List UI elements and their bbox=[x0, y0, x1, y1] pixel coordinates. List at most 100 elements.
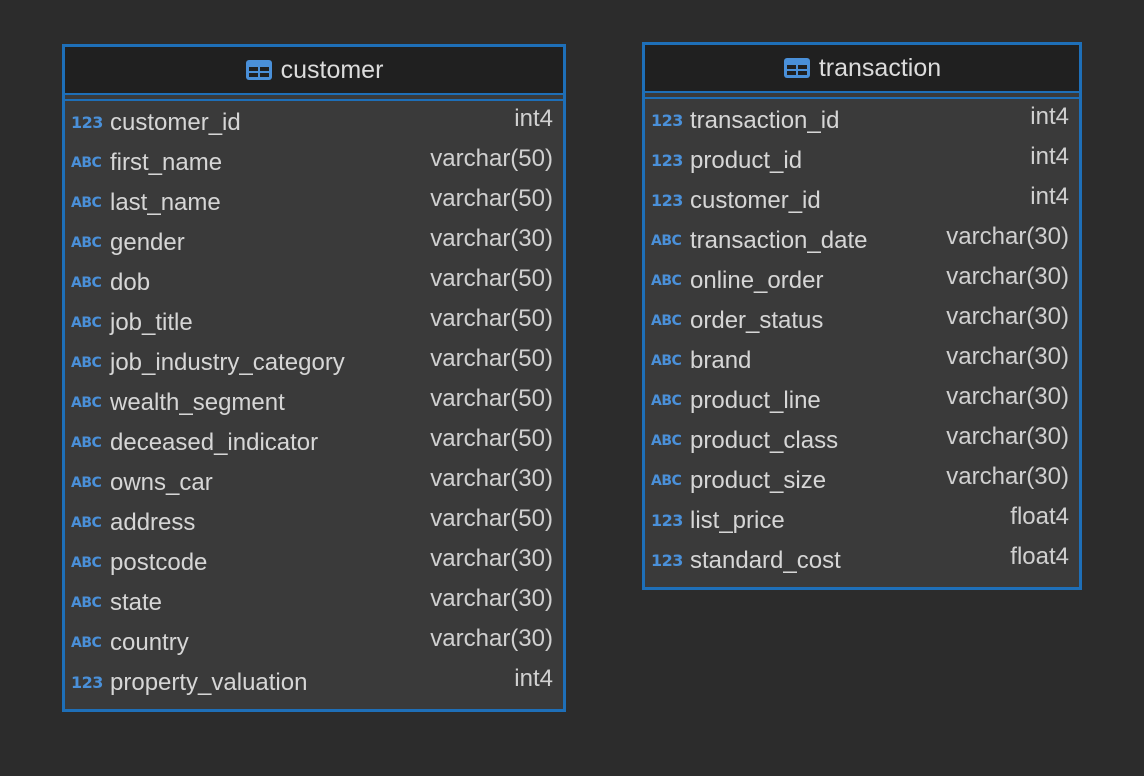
column-type: varchar(30) bbox=[946, 223, 1069, 250]
column-row[interactable]: 123 property_valuation int4 bbox=[65, 665, 563, 705]
numeric-type-icon: 123 bbox=[71, 673, 103, 692]
column-name: product_id bbox=[690, 147, 803, 174]
column-type: varchar(30) bbox=[430, 625, 553, 652]
column-name: order_status bbox=[690, 307, 824, 334]
text-type-icon: ABC bbox=[71, 195, 102, 211]
column-name: brand bbox=[690, 347, 752, 374]
numeric-type-icon: 123 bbox=[651, 551, 683, 570]
column-name: job_title bbox=[110, 309, 193, 336]
column-name: product_size bbox=[690, 467, 827, 494]
column-name: property_valuation bbox=[110, 669, 308, 696]
text-type-icon: ABC bbox=[71, 475, 102, 491]
column-type: varchar(50) bbox=[430, 305, 553, 332]
column-row[interactable]: 123 standard_cost float4 bbox=[645, 543, 1079, 583]
column-type: float4 bbox=[1010, 543, 1069, 570]
column-name: transaction_id bbox=[690, 107, 840, 134]
column-type: float4 bbox=[1010, 503, 1069, 530]
column-type: varchar(50) bbox=[430, 385, 553, 412]
numeric-type-icon: 123 bbox=[71, 113, 103, 132]
column-row[interactable]: ABC brand varchar(30) bbox=[645, 343, 1079, 383]
text-type-icon: ABC bbox=[71, 315, 102, 331]
entity-header[interactable]: transaction bbox=[645, 45, 1079, 93]
column-row[interactable]: ABC job_title varchar(50) bbox=[65, 305, 563, 345]
column-name: last_name bbox=[110, 189, 221, 216]
text-type-icon: ABC bbox=[71, 515, 102, 531]
column-type: varchar(50) bbox=[430, 505, 553, 532]
column-type: varchar(30) bbox=[430, 225, 553, 252]
column-type: varchar(30) bbox=[946, 303, 1069, 330]
text-type-icon: ABC bbox=[71, 155, 102, 171]
entity-title: transaction bbox=[818, 53, 942, 82]
numeric-type-icon: 123 bbox=[651, 111, 683, 130]
column-row[interactable]: ABC owns_car varchar(30) bbox=[65, 465, 563, 505]
column-name: dob bbox=[110, 269, 151, 296]
column-row[interactable]: ABC product_class varchar(30) bbox=[645, 423, 1079, 463]
column-name: gender bbox=[110, 229, 185, 256]
column-name: standard_cost bbox=[690, 547, 841, 574]
entity-header[interactable]: customer bbox=[65, 47, 563, 95]
text-type-icon: ABC bbox=[71, 635, 102, 651]
column-row[interactable]: 123 customer_id int4 bbox=[645, 183, 1079, 223]
column-name: online_order bbox=[690, 267, 824, 294]
column-type: varchar(30) bbox=[946, 423, 1069, 450]
entity-title: customer bbox=[280, 55, 384, 84]
table-icon bbox=[783, 57, 811, 79]
text-type-icon: ABC bbox=[651, 353, 682, 369]
text-type-icon: ABC bbox=[71, 595, 102, 611]
column-name: owns_car bbox=[110, 469, 213, 496]
text-type-icon: ABC bbox=[651, 313, 682, 329]
numeric-type-icon: 123 bbox=[651, 191, 683, 210]
text-type-icon: ABC bbox=[71, 435, 102, 451]
column-row[interactable]: ABC deceased_indicator varchar(50) bbox=[65, 425, 563, 465]
column-row[interactable]: ABC order_status varchar(30) bbox=[645, 303, 1079, 343]
numeric-type-icon: 123 bbox=[651, 511, 683, 530]
column-name: product_class bbox=[690, 427, 839, 454]
column-type: varchar(30) bbox=[946, 263, 1069, 290]
column-type: varchar(30) bbox=[430, 465, 553, 492]
column-type: varchar(30) bbox=[946, 343, 1069, 370]
column-row[interactable]: 123 list_price float4 bbox=[645, 503, 1079, 543]
column-name: state bbox=[110, 589, 163, 616]
column-type: varchar(50) bbox=[430, 345, 553, 372]
column-type: varchar(50) bbox=[430, 265, 553, 292]
column-name: product_line bbox=[690, 387, 821, 414]
column-type: int4 bbox=[514, 665, 553, 692]
column-row[interactable]: ABC transaction_date varchar(30) bbox=[645, 223, 1079, 263]
column-type: varchar(30) bbox=[430, 545, 553, 572]
column-name: customer_id bbox=[690, 187, 821, 214]
text-type-icon: ABC bbox=[651, 433, 682, 449]
column-name: deceased_indicator bbox=[110, 429, 319, 456]
column-name: customer_id bbox=[110, 109, 241, 136]
column-name: wealth_segment bbox=[110, 389, 285, 416]
column-name: postcode bbox=[110, 549, 208, 576]
text-type-icon: ABC bbox=[71, 355, 102, 371]
column-type: int4 bbox=[1030, 183, 1069, 210]
column-type: varchar(30) bbox=[946, 463, 1069, 490]
column-name: transaction_date bbox=[690, 227, 868, 254]
column-type: varchar(50) bbox=[430, 425, 553, 452]
column-name: list_price bbox=[690, 507, 785, 534]
column-type: varchar(30) bbox=[946, 383, 1069, 410]
text-type-icon: ABC bbox=[71, 555, 102, 571]
column-row[interactable]: ABC postcode varchar(30) bbox=[65, 545, 563, 585]
text-type-icon: ABC bbox=[651, 233, 682, 249]
